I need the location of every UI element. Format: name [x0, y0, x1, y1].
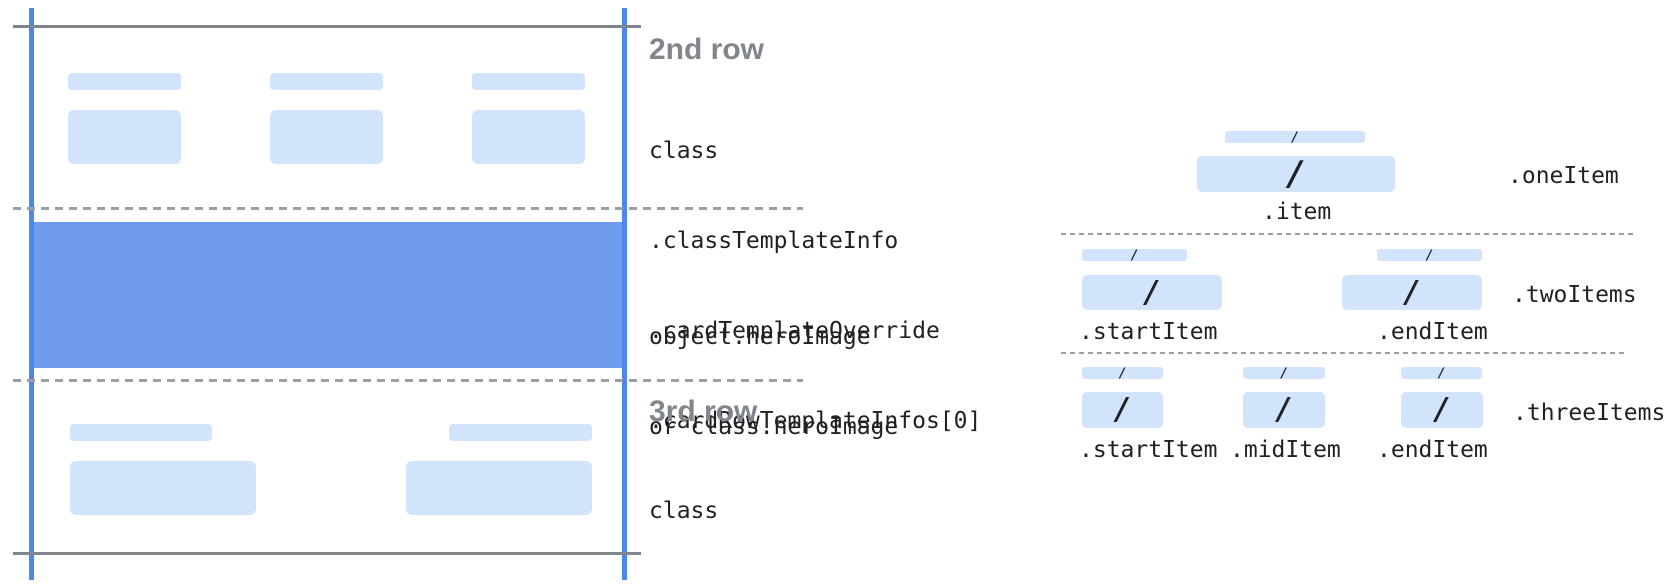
slash-placeholder-icon: /: [1280, 365, 1288, 381]
slash-placeholder-icon: /: [1437, 365, 1446, 381]
row2-col3-value-placeholder: [472, 110, 585, 164]
hero-image-band: [34, 222, 622, 368]
three-items-end-value-bar: /: [1401, 392, 1483, 428]
two-three-separator-dashed-line: [1061, 352, 1627, 354]
row2-code-line-2: .classTemplateInfo: [649, 228, 899, 254]
three-items-end-caption: .endItem: [1377, 437, 1488, 463]
row2-col2-value-placeholder: [270, 110, 383, 164]
slash-placeholder-icon: /: [1402, 274, 1422, 310]
three-items-start-caption: .startItem: [1079, 437, 1218, 463]
slash-placeholder-icon: /: [1291, 129, 1299, 145]
row2-code-line-3: .cardTemplateOverride: [649, 318, 940, 344]
three-items-start-label-bar: /: [1082, 365, 1163, 381]
hero-image-path: object.heroImage or class.heroImage: [649, 262, 898, 502]
three-items-mid-caption: .midItem: [1230, 437, 1341, 463]
one-item-caption: .item: [1262, 199, 1332, 225]
hero-bottom-dashed-line: [13, 379, 803, 382]
three-items-mid-label-bar: /: [1243, 365, 1325, 381]
row2-col1-label-placeholder: [68, 73, 181, 90]
row3-col2-value-placeholder: [406, 461, 592, 515]
hero-code-line-2: or class.heroImage: [649, 414, 899, 440]
three-items-end-label-bar: /: [1401, 365, 1482, 381]
slash-placeholder-icon: /: [1130, 247, 1139, 263]
slash-placeholder-icon: /: [1274, 392, 1294, 427]
hero-code-line-1: object.heroImage: [649, 324, 871, 350]
row3-heading: 3rd row: [649, 395, 758, 428]
row2-col3-label-placeholder: [472, 73, 585, 90]
row3-col1-value-placeholder: [70, 461, 256, 515]
row2-class-path: class .classTemplateInfo .cardTemplateOv…: [649, 76, 981, 496]
slash-placeholder-icon: /: [1425, 247, 1434, 263]
slash-placeholder-icon: /: [1142, 274, 1162, 310]
one-item-value-bar: /: [1197, 156, 1395, 192]
row3-code-line-1: class: [649, 498, 719, 524]
row2-bottom-dashed-line: [13, 207, 803, 210]
two-items-start-label-bar: /: [1082, 247, 1187, 263]
card-top-border-line: [13, 25, 641, 28]
slash-placeholder-icon: /: [1118, 365, 1127, 381]
row3-class-path: class .classTemplateInfo .cardTemplateOv…: [649, 436, 981, 584]
row3-col1-label-placeholder: [70, 424, 212, 441]
three-items-mid-value-bar: /: [1243, 392, 1325, 428]
row3-col2-label-placeholder: [449, 424, 592, 441]
two-items-end-caption: .endItem: [1377, 319, 1488, 345]
two-items-start-value-bar: /: [1082, 275, 1222, 310]
card-right-guide-line: [622, 8, 627, 580]
row2-code-line-1: class: [649, 138, 719, 164]
card-left-guide-line: [29, 8, 34, 580]
slash-placeholder-icon: /: [1285, 154, 1307, 194]
three-items-start-value-bar: /: [1082, 392, 1163, 428]
two-items-start-caption: .startItem: [1079, 319, 1218, 345]
two-items-end-label-bar: /: [1377, 247, 1482, 263]
card-bottom-border-line: [13, 552, 641, 555]
two-items-end-value-bar: /: [1342, 275, 1482, 310]
one-two-separator-dashed-line: [1061, 233, 1636, 235]
row2-col1-value-placeholder: [68, 110, 181, 164]
row2-heading: 2nd row: [649, 33, 765, 66]
slash-placeholder-icon: /: [1432, 392, 1452, 427]
row2-code-line-4: .cardRowTemplateInfos[0]: [649, 408, 982, 434]
row2-col2-label-placeholder: [270, 73, 383, 90]
slash-placeholder-icon: /: [1113, 392, 1132, 427]
three-items-template-label: .threeItems: [1513, 400, 1666, 426]
two-items-template-label: .twoItems: [1512, 282, 1637, 308]
one-item-label-bar: /: [1225, 129, 1365, 145]
one-item-template-label: .oneItem: [1508, 163, 1619, 189]
